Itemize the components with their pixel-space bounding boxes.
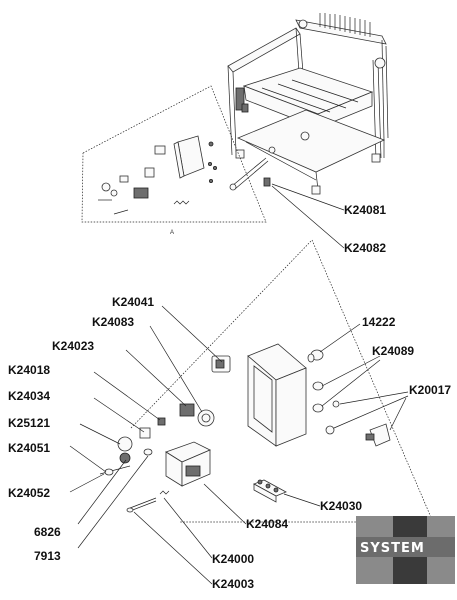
label-k24082: K24082 xyxy=(344,241,386,255)
label-7913: 7913 xyxy=(34,549,61,563)
label-k24000: K24000 xyxy=(212,552,254,566)
leader-lines xyxy=(69,183,409,585)
label-k24023: K24023 xyxy=(52,339,94,353)
upper-detail-box: A xyxy=(81,85,267,236)
label-k24051: K24051 xyxy=(8,441,50,455)
logo-text: SYSTEM xyxy=(360,541,425,556)
label-k24084: K24084 xyxy=(246,517,288,531)
label-k24081: K24081 xyxy=(344,203,386,217)
label-k24034: K24034 xyxy=(8,389,50,403)
label-k24018: K24018 xyxy=(8,363,50,377)
frame-assembly xyxy=(227,13,389,195)
label-k24052: K24052 xyxy=(8,486,50,500)
label-k24083: K24083 xyxy=(92,315,134,329)
label-k24030: K24030 xyxy=(320,499,362,513)
label-k25121: K25121 xyxy=(8,416,50,430)
label-14222: 14222 xyxy=(362,315,396,329)
system-logo: SYSTEM xyxy=(356,516,455,584)
label-6826: 6826 xyxy=(34,525,61,539)
detail-mark-upper: A xyxy=(170,230,174,236)
label-k24041: K24041 xyxy=(112,295,154,309)
part-labels: K24081 K24082 K24041 K24083 14222 K24023… xyxy=(8,203,451,591)
lower-parts xyxy=(99,343,391,513)
label-k20017: K20017 xyxy=(409,383,451,397)
label-k24089: K24089 xyxy=(372,344,414,358)
fin-strip xyxy=(319,13,371,37)
label-k24003: K24003 xyxy=(212,577,254,591)
